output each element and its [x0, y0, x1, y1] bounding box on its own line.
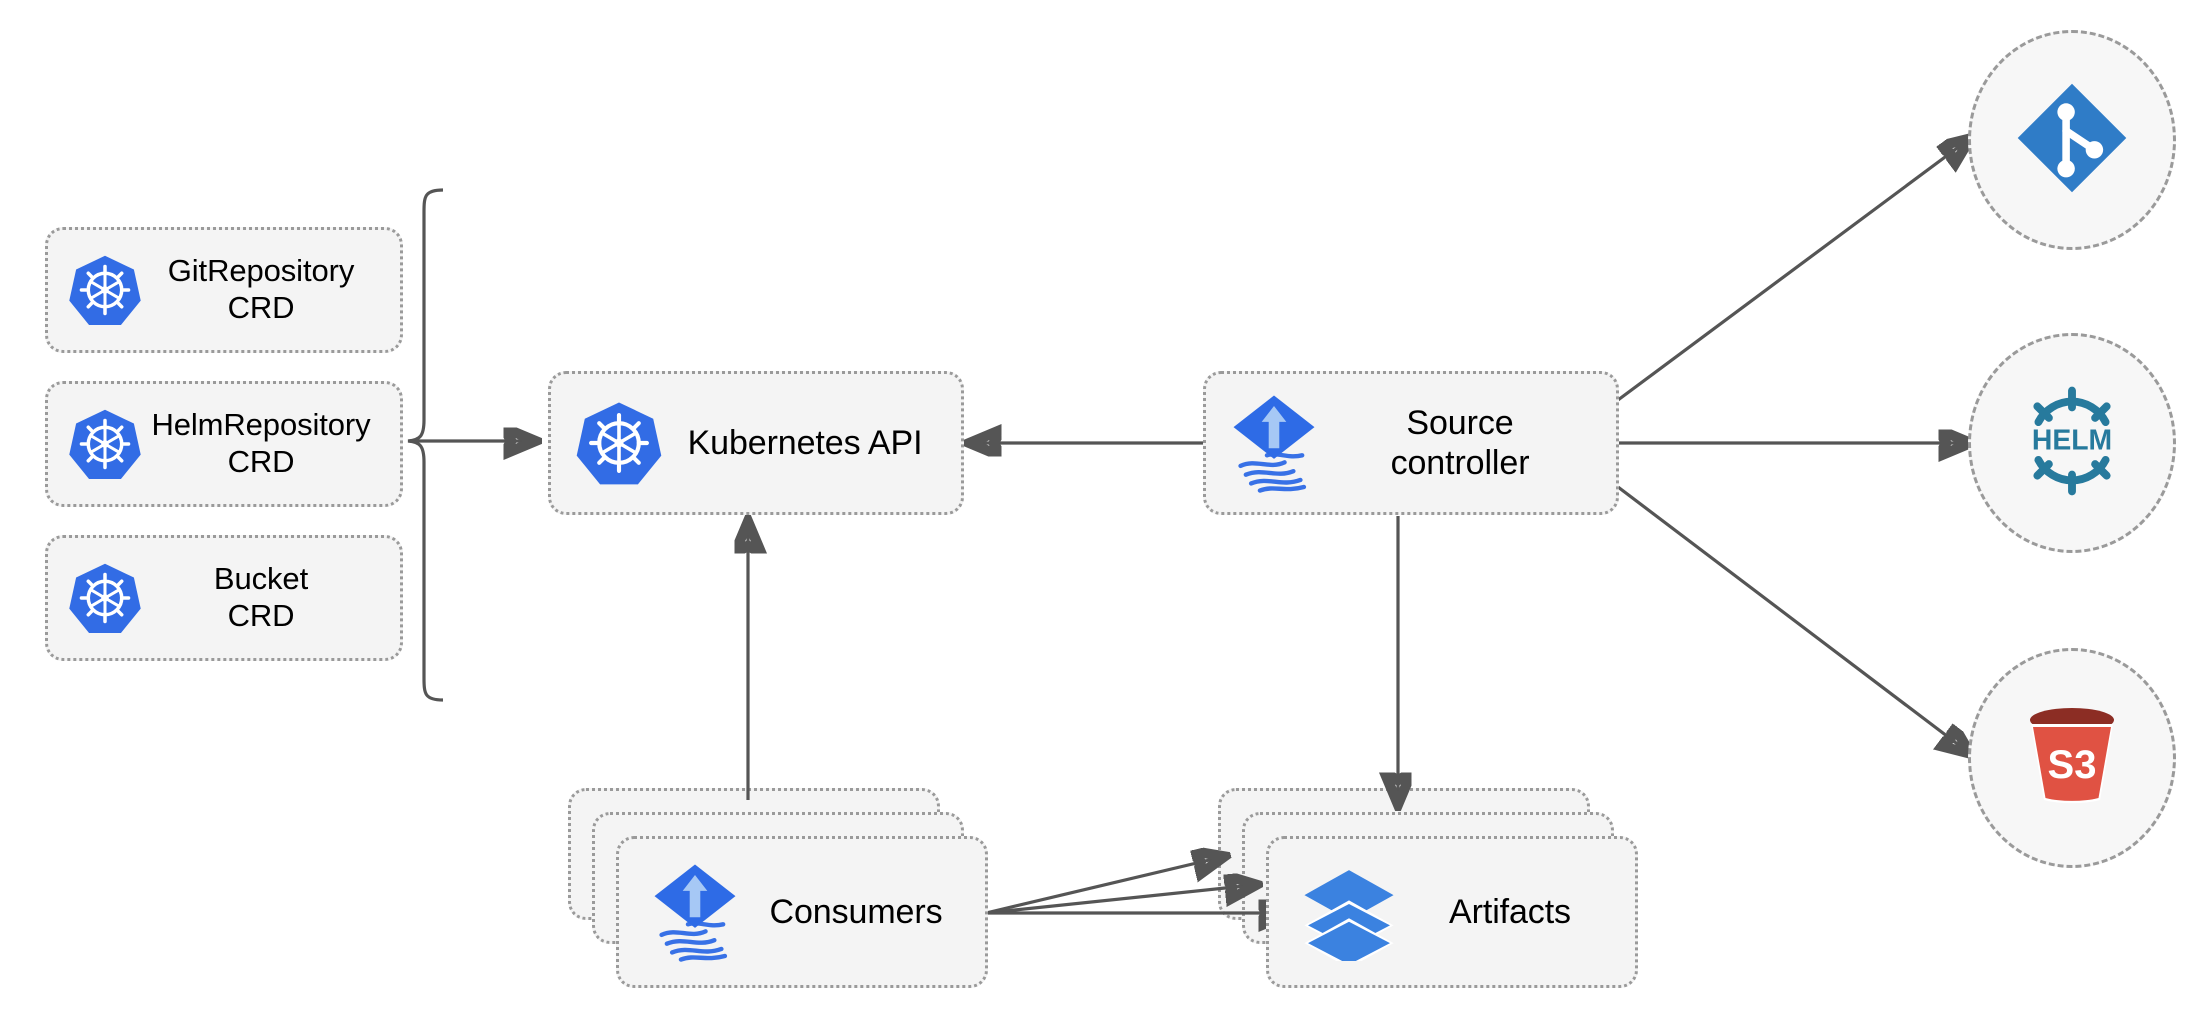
crd-group-brace — [407, 188, 444, 702]
git-backend-circle[interactable] — [1968, 30, 2176, 250]
s3-wordmark: S3 — [2048, 743, 2097, 787]
kubernetes-icon — [66, 559, 144, 637]
artifacts-label: Artifacts — [1449, 892, 1571, 931]
kubernetes-icon — [573, 395, 665, 491]
kubernetes-api-box[interactable]: Kubernetes API — [548, 371, 964, 515]
flux-icon — [1228, 395, 1320, 493]
edge-consumers-to-artifacts-2 — [985, 885, 1254, 915]
helm-backend-circle[interactable]: HELM — [1968, 333, 2176, 553]
s3-bucket-icon: S3 — [2012, 696, 2132, 821]
flux-icon — [647, 856, 743, 968]
crd-label-helmrepository: HelmRepository CRD — [151, 407, 371, 479]
kubernetes-api-label: Kubernetes API — [687, 423, 923, 462]
artifacts-box[interactable]: Artifacts — [1266, 836, 1638, 988]
git-icon — [2013, 79, 2131, 202]
consumers-stack[interactable]: Consumers — [568, 788, 988, 990]
source-controller-box[interactable]: Source controller — [1203, 371, 1619, 515]
kubernetes-icon — [66, 251, 144, 329]
helm-icon: HELM — [2009, 378, 2135, 509]
crd-label-gitrepository: GitRepository CRD — [167, 253, 355, 325]
helm-wordmark: HELM — [2032, 424, 2112, 456]
edge-source-to-s3 — [1617, 485, 1968, 752]
crd-label-bucket: Bucket CRD — [213, 561, 309, 633]
s3-backend-circle[interactable]: S3 — [1968, 648, 2176, 868]
kubernetes-icon — [66, 405, 144, 483]
source-controller-label: Source controller — [1390, 403, 1530, 482]
consumers-label: Consumers — [769, 892, 943, 931]
crd-box-helmrepository[interactable]: HelmRepository CRD — [45, 381, 403, 507]
consumers-box[interactable]: Consumers — [616, 836, 988, 988]
crd-box-gitrepository[interactable]: GitRepository CRD — [45, 227, 403, 353]
edge-source-to-git — [1617, 140, 1968, 402]
layers-icon — [1297, 860, 1401, 964]
edge-consumers-to-artifacts-1 — [985, 857, 1222, 915]
artifacts-stack[interactable]: Artifacts — [1218, 788, 1638, 990]
crd-box-bucket[interactable]: Bucket CRD — [45, 535, 403, 661]
